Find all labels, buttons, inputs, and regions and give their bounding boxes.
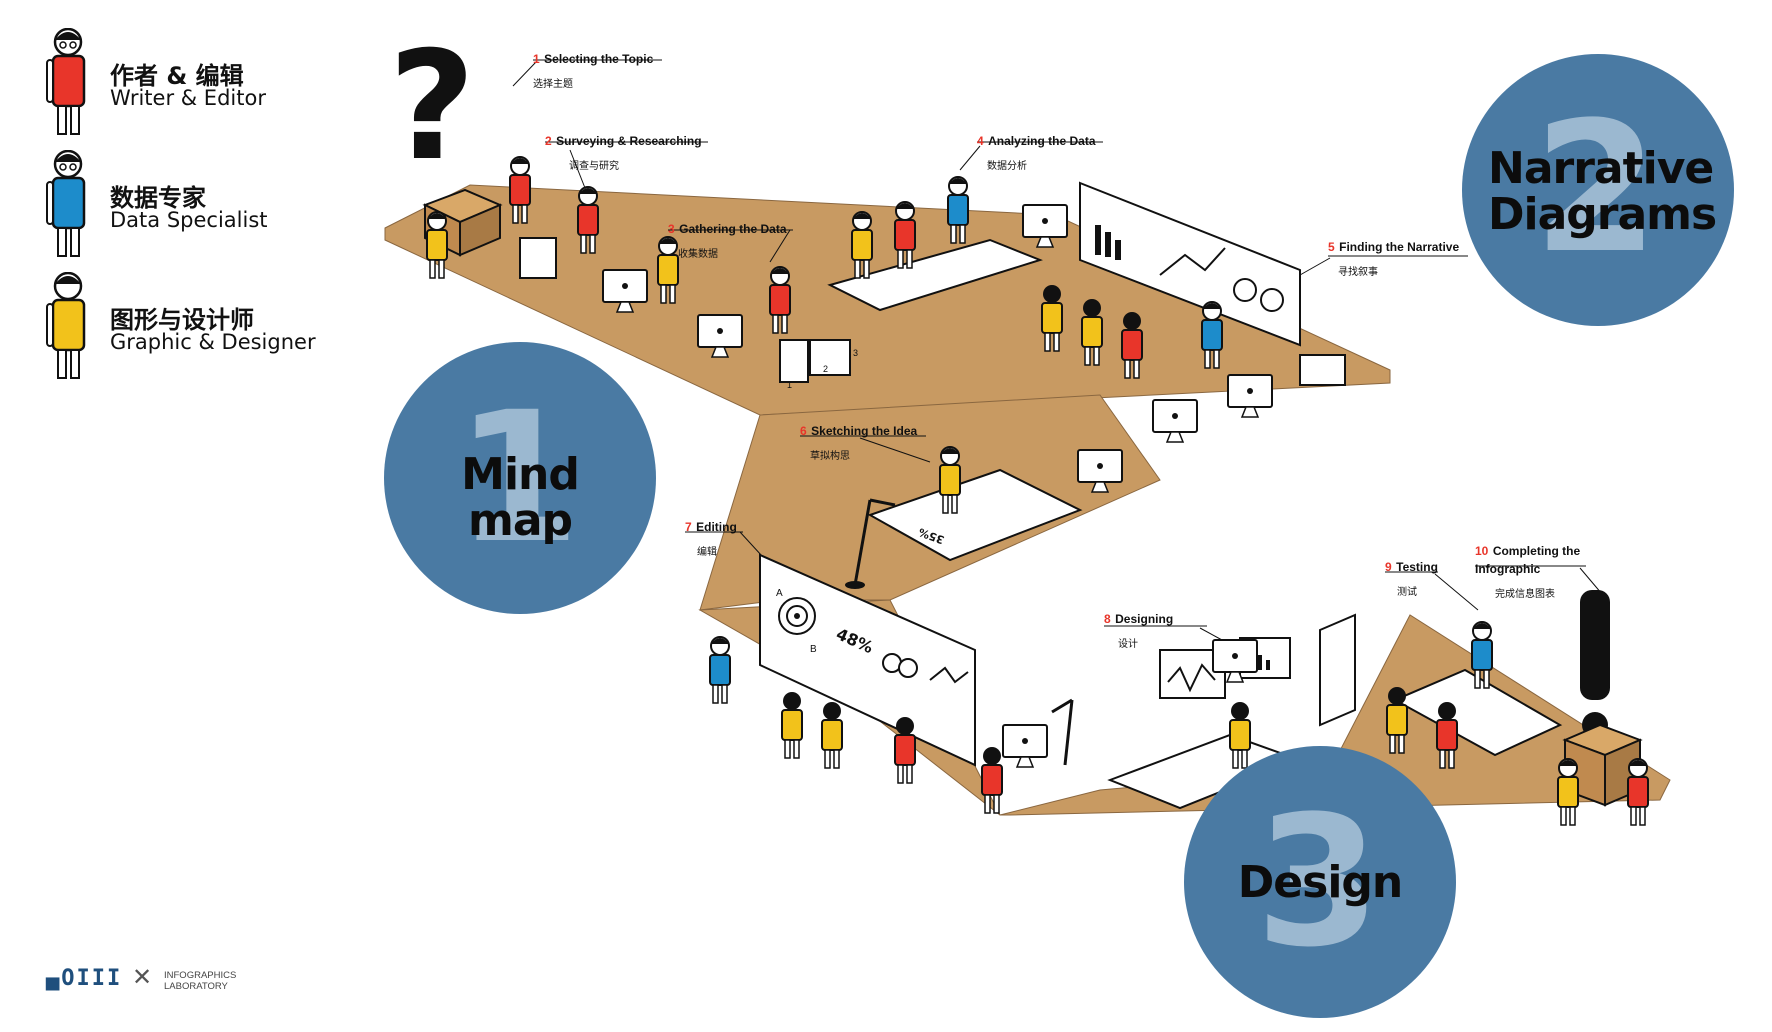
step-6-number: 6 [800,424,807,438]
step-2-title: Surveying & Researching [556,134,702,148]
footer-logo: ▄OIII [46,966,123,991]
step-9-label: 9 Testing 测试 [1385,558,1438,598]
exclamation-mark-icon [1580,590,1610,700]
step-7-title: Editing [696,520,737,534]
step-9-cn: 测试 [1397,587,1417,598]
phase-2-title-line1: Narrative [1488,143,1714,194]
step-2-label: 2 Surveying & Researching 调查与研究 [545,132,702,172]
step-5-title: Finding the Narrative [1339,240,1460,254]
step-10-number: 10 [1475,544,1489,558]
step-5-label: 5 Finding the Narrative 寻找叙事 [1328,238,1459,278]
step-1-title: Selecting the Topic [544,52,654,66]
step-7-number: 7 [685,520,692,534]
box-1-label: 1 [787,380,792,390]
footer-line1: INFOGRAPHICS [164,970,237,981]
step-8-cn: 设计 [1118,639,1138,650]
step-8-title: Designing [1115,612,1174,626]
step-9-title: Testing [1396,560,1438,574]
step-1-number: 1 [533,52,540,66]
step-5-cn: 寻找叙事 [1338,267,1378,278]
footer-line2: LABORATORY [164,981,228,992]
phase-1-title: Mind map [461,449,580,547]
step-2-number: 2 [545,134,552,148]
step-3-number: 3 [668,222,675,236]
phase-2-title-line2: Diagrams [1488,189,1717,240]
phase-3-title: Design [1237,857,1403,908]
step-6-label: 6 Sketching the Idea 草拟构思 [800,422,917,462]
footer-text: INFOGRAPHICS LABORATORY [164,970,236,992]
legend-writer-en: Writer & Editor [110,86,266,110]
step-10-title: Completing the Infographic [1475,544,1581,576]
designer-figure-icon [46,272,86,379]
step-7-cn: 编辑 [697,547,717,558]
step-3-title: Gathering the Data [679,222,787,236]
question-mark-icon: ? [388,20,475,194]
step-10-cn: 完成信息图表 [1495,589,1555,600]
step-3-cn: 收集数据 [678,249,718,260]
data-specialist-figure-icon [46,150,86,257]
legend-designer-cn: 图形与设计师 [110,306,254,334]
board-b-label: B [810,644,817,655]
legend-data-en: Data Specialist [110,208,268,232]
step-10-label: 10 Completing the Infographic 完成信息图表 [1475,542,1595,600]
step-2-cn: 调查与研究 [569,161,619,172]
step-5-number: 5 [1328,240,1335,254]
footer-cross-icon: ✕ [132,964,153,991]
step-7-label: 7 Editing 编辑 [685,518,737,558]
box-3-label: 3 [853,348,858,358]
step-4-title: Analyzing the Data [988,134,1096,148]
step-8-label: 8 Designing 设计 [1104,610,1173,650]
step-9-number: 9 [1385,560,1392,574]
box-2-label: 2 [823,364,828,374]
step-8-number: 8 [1104,612,1111,626]
legend-designer-en: Graphic & Designer [110,330,316,354]
step-3-label: 3 Gathering the Data 收集数据 [668,220,787,260]
step-6-title: Sketching the Idea [811,424,918,438]
board-a-label: A [776,588,783,599]
step-4-cn: 数据分析 [987,161,1027,172]
step-6-cn: 草拟构思 [810,451,850,462]
legend-data-cn: 数据专家 [110,184,206,212]
legend-writer-cn: 作者 & 编辑 [110,62,244,90]
step-4-label: 4 Analyzing the Data 数据分析 [977,132,1096,172]
step-4-number: 4 [977,134,984,148]
step-1-label: 1 Selecting the Topic 选择主题 [533,50,653,90]
writer-figure-icon [46,28,86,135]
step-1-cn: 选择主题 [533,79,573,90]
